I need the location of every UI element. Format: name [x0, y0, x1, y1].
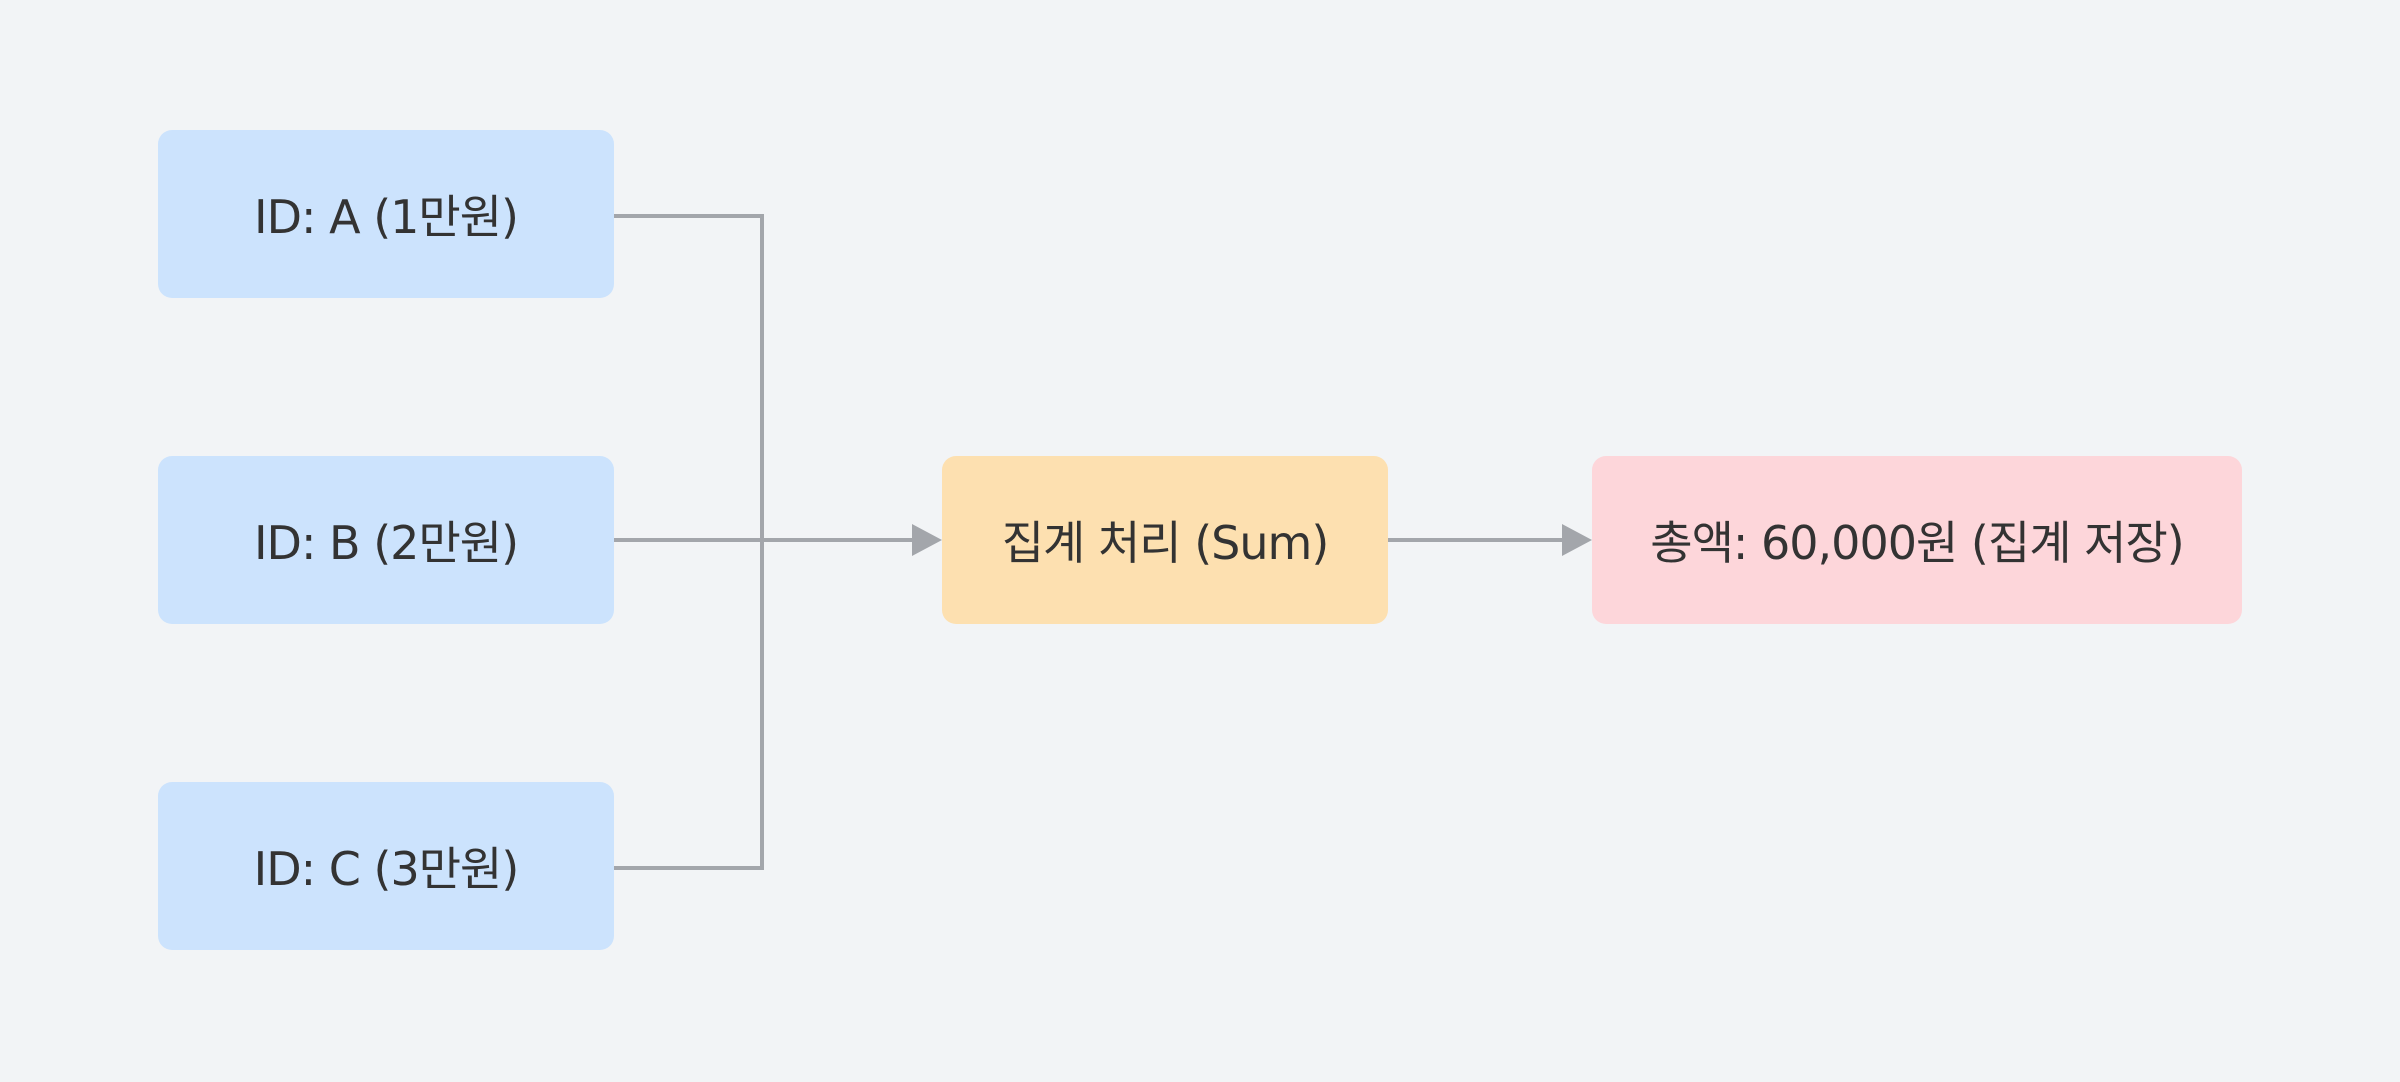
source-node-c-label: ID: C (3만원): [253, 842, 520, 896]
total-result-label: 총액: 60,000원 (집계 저장): [1650, 516, 2184, 570]
source-node-b: ID: B (2만원): [158, 456, 614, 624]
arrowhead-to-total: [1562, 524, 1592, 556]
total-result-node: 총액: 60,000원 (집계 저장): [1592, 456, 2242, 624]
connector-c-to-merge: [614, 540, 764, 870]
source-node-c: ID: C (3만원): [158, 782, 614, 950]
source-node-a-label: ID: A (1만원): [254, 190, 519, 244]
source-node-a: ID: A (1만원): [158, 130, 614, 298]
arrowhead-to-sum: [912, 524, 942, 556]
sum-process-label: 집계 처리 (Sum): [1001, 516, 1330, 570]
connector-a-to-merge: [614, 214, 764, 540]
source-node-b-label: ID: B (2만원): [253, 516, 519, 570]
sum-process-node: 집계 처리 (Sum): [942, 456, 1388, 624]
